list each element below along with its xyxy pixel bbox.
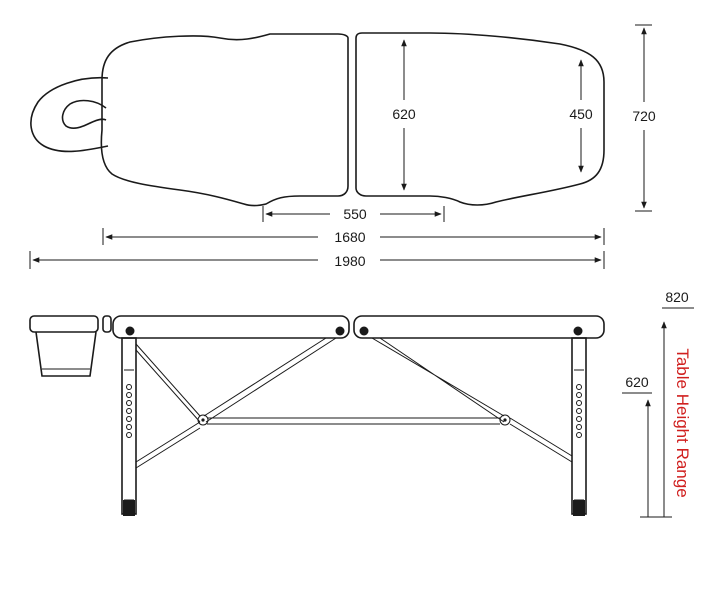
leg-braces bbox=[135, 337, 573, 469]
face-cradle-opening bbox=[61, 99, 107, 129]
dim-550-label: 550 bbox=[343, 206, 367, 222]
face-cradle-side bbox=[29, 315, 99, 333]
left-leg bbox=[121, 337, 137, 516]
face-cradle-bracket bbox=[35, 331, 97, 377]
side-view: 820 620 Table Height Range bbox=[29, 289, 694, 518]
dim-1680-label: 1680 bbox=[334, 229, 365, 245]
dim-720-label: 720 bbox=[632, 108, 656, 124]
dim-620-label: 620 bbox=[392, 106, 416, 122]
face-cradle-outline bbox=[30, 76, 109, 153]
table-top-right-side bbox=[353, 315, 605, 339]
left-hinge bbox=[197, 414, 209, 426]
table-height-range-label: Table Height Range bbox=[673, 348, 692, 497]
head-piece-side bbox=[102, 315, 112, 333]
height-820-label: 820 bbox=[665, 289, 689, 305]
table-top-left-side bbox=[112, 315, 350, 339]
table-top-right-half bbox=[355, 32, 605, 206]
right-hinge bbox=[499, 414, 511, 426]
table-top-left-half bbox=[100, 33, 349, 207]
height-620-label: 620 bbox=[625, 374, 649, 390]
top-view: 620 450 720 550 1680 1980 bbox=[29, 24, 656, 269]
dim-1980-label: 1980 bbox=[334, 253, 365, 269]
right-leg bbox=[571, 337, 587, 516]
height-indicator: 820 620 Table Height Range bbox=[622, 289, 694, 518]
dim-450-label: 450 bbox=[569, 106, 593, 122]
